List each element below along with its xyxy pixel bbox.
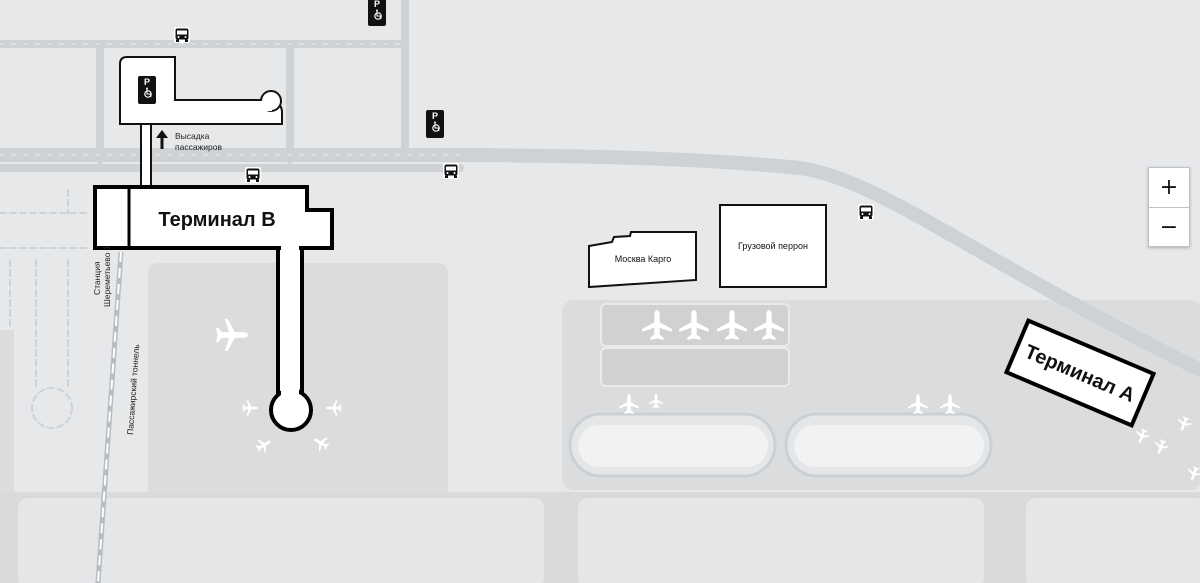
parking-accessible-icon[interactable]: P xyxy=(367,0,387,27)
bus-icon[interactable] xyxy=(174,27,190,43)
arrow-up-icon xyxy=(156,130,168,149)
parking-accessible-icon[interactable]: P xyxy=(425,109,445,139)
station-label-line2: Шереметьево 1 xyxy=(102,245,112,307)
station-label-line1: Станция xyxy=(92,261,102,295)
cargo-building-label: Москва Карго xyxy=(615,254,672,264)
zoom-control: + − xyxy=(1148,167,1190,247)
railway-line xyxy=(95,251,124,583)
zoom-in-button[interactable]: + xyxy=(1149,168,1189,207)
svg-text:P: P xyxy=(144,77,150,87)
plus-icon: + xyxy=(1159,175,1179,200)
bus-icon[interactable] xyxy=(858,204,874,220)
apron-areas xyxy=(0,263,1200,583)
tunnel-label: Пассажирский тоннель xyxy=(125,343,141,435)
dropoff-label-line1: Высадка xyxy=(175,131,210,141)
terminal-b-label: Терминал B xyxy=(158,209,275,231)
svg-text:P: P xyxy=(432,111,438,121)
roads xyxy=(0,0,1200,429)
svg-text:P: P xyxy=(374,0,380,9)
parking-structure xyxy=(119,56,283,189)
bus-icon[interactable] xyxy=(443,163,459,179)
cargo-apron-building[interactable]: Грузовой перрон xyxy=(719,204,827,288)
cargo-apron-label: Грузовой перрон xyxy=(738,241,808,251)
dropoff-marker: Высадка пассажиров xyxy=(156,130,222,152)
bus-icon[interactable] xyxy=(245,167,261,183)
minus-icon: − xyxy=(1159,214,1179,240)
station-label: Станция Шереметьево 1 xyxy=(92,245,112,307)
cargo-building[interactable]: Москва Карго xyxy=(588,231,697,289)
zoom-out-button[interactable]: − xyxy=(1149,207,1189,246)
tunnel-label-text: Пассажирский тоннель xyxy=(125,343,141,435)
parking-accessible-icon[interactable]: P xyxy=(137,75,157,105)
dropoff-label-line2: пассажиров xyxy=(175,142,222,152)
terminal-b[interactable]: Терминал B xyxy=(93,185,334,432)
